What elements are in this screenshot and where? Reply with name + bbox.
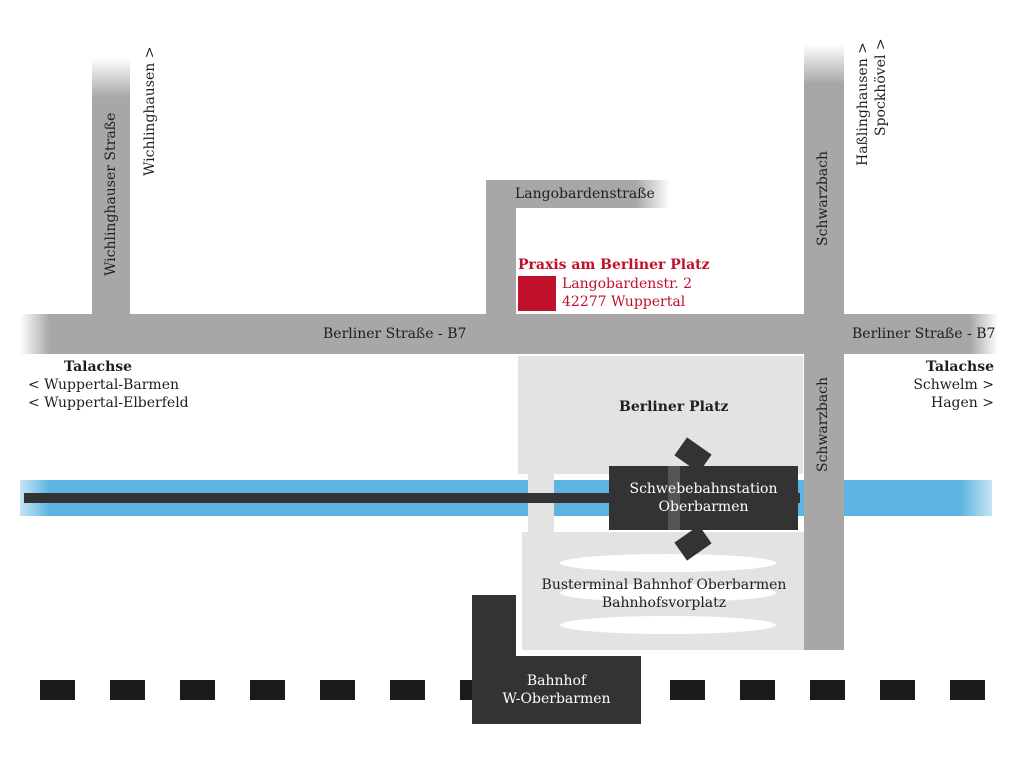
schwebebahnstation[interactable] bbox=[609, 466, 798, 530]
hasslinghausen-direction-label: Haßlinghausen > bbox=[855, 42, 871, 166]
bus-lane bbox=[560, 584, 776, 602]
talachse-right-title: Talachse bbox=[925, 359, 994, 375]
railway-dash bbox=[180, 680, 215, 700]
langobardenstrasse-horizontal bbox=[486, 180, 670, 208]
praxis-marker[interactable] bbox=[518, 276, 556, 311]
wichlinghauser-strasse-label: Wichlinghauser Straße bbox=[103, 112, 119, 276]
talachse-right: Talachse Schwelm > Hagen > bbox=[913, 358, 994, 412]
schwarzbach-label-bottom: Schwarzbach bbox=[815, 376, 831, 472]
berliner-platz-connector bbox=[528, 472, 554, 534]
bus-lane bbox=[560, 554, 776, 572]
talachse-right-line1: Schwelm > bbox=[913, 377, 994, 393]
praxis-city: 42277 Wuppertal bbox=[562, 294, 686, 310]
railway-dash bbox=[740, 680, 775, 700]
berliner-strasse-road bbox=[20, 314, 998, 354]
railway-dash bbox=[950, 680, 985, 700]
railway-dash bbox=[110, 680, 145, 700]
langobardenstrasse-label: Langobardenstraße bbox=[515, 186, 655, 202]
talachse-left: Talachse < Wuppertal-Barmen < Wuppertal-… bbox=[28, 358, 189, 412]
talachse-left-line2: < Wuppertal-Elberfeld bbox=[28, 395, 189, 411]
schwebebahnstation-stripe bbox=[668, 466, 680, 530]
railway-dash bbox=[250, 680, 285, 700]
berliner-strasse-label: Berliner Straße - B7 bbox=[323, 326, 467, 342]
railway-dash bbox=[320, 680, 355, 700]
berliner-platz-label: Berliner Platz bbox=[619, 399, 729, 415]
railway-dash bbox=[880, 680, 915, 700]
wichlinghauser-strasse bbox=[92, 58, 130, 318]
talachse-right-line2: Hagen > bbox=[931, 395, 994, 411]
bahnhof-building[interactable] bbox=[472, 656, 641, 724]
schwebebahnstation-label: Schwebebahnstation Oberbarmen bbox=[629, 481, 778, 515]
spockhoevel-direction-label: Spockhövel > bbox=[873, 38, 889, 136]
bus-lane bbox=[560, 616, 776, 634]
wichlinghausen-direction-label: Wichlinghausen > bbox=[142, 46, 158, 176]
talachse-left-title: Talachse bbox=[64, 359, 133, 375]
berliner-strasse-label-right: Berliner Straße - B7 bbox=[852, 326, 996, 342]
railway-dash bbox=[390, 680, 425, 700]
railway-dash bbox=[670, 680, 705, 700]
schwarzbach-label-top: Schwarzbach bbox=[815, 150, 831, 246]
railway-dash bbox=[40, 680, 75, 700]
busterminal-label: Busterminal Bahnhof Oberbarmen Bahnhofsv… bbox=[541, 577, 787, 611]
bahnhof-building-tower bbox=[472, 595, 516, 665]
talachse-left-line1: < Wuppertal-Barmen bbox=[28, 377, 180, 393]
praxis-street: Langobardenstr. 2 bbox=[562, 276, 693, 292]
schwebebahn-track bbox=[24, 493, 800, 503]
berliner-platz-area bbox=[518, 356, 803, 474]
bahnhof-label: Bahnhof W-Oberbarmen bbox=[502, 673, 611, 707]
praxis-name: Praxis am Berliner Platz bbox=[518, 257, 710, 273]
railway-dash bbox=[810, 680, 845, 700]
